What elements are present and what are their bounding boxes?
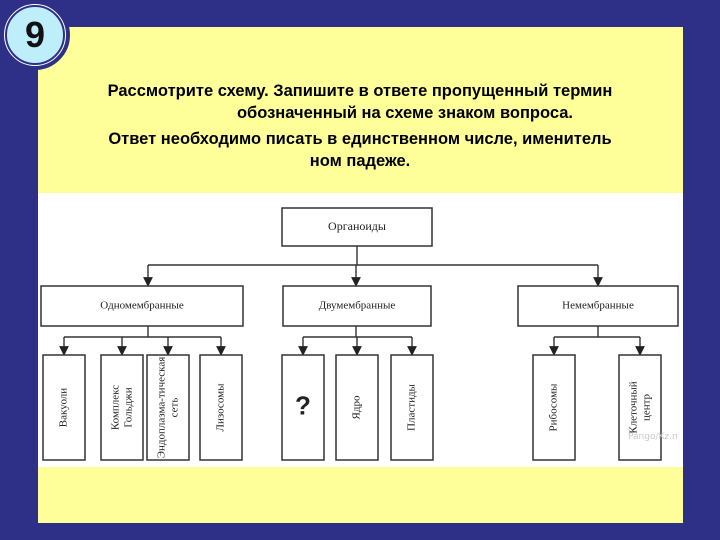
root-label: Органоиды xyxy=(328,219,386,233)
item-label-2-1: Клеточныйцентр xyxy=(627,381,652,433)
item-box-0-3 xyxy=(199,354,243,461)
task-line-2: обозначенный на схеме знаком вопроса. xyxy=(236,104,574,122)
group-box-1 xyxy=(282,285,432,327)
missing-term-question: ? xyxy=(295,390,311,420)
item-label-1-2: Пластиды xyxy=(406,383,418,430)
group-label-1: Двумембранные xyxy=(319,300,396,312)
item-box-0-1 xyxy=(100,354,144,461)
item-box-1-1 xyxy=(335,354,379,461)
item-label-0-3: Лизосомы xyxy=(215,383,227,432)
group-label-0: Одномембранные xyxy=(100,300,184,312)
group-box-0 xyxy=(40,285,244,327)
item-box-1-2 xyxy=(390,354,434,461)
task-text: Рассмотрите схему. Запишите в ответе про… xyxy=(40,80,680,172)
slide-number-badge: 9 xyxy=(0,0,70,70)
item-label-0-1: КомплексГольджи xyxy=(109,385,134,430)
task-line-3: Ответ необходимо писать в единственном ч… xyxy=(108,130,612,148)
item-label-0-2: Эндоплазма-тическаясеть xyxy=(155,357,180,459)
group-box-2 xyxy=(517,285,679,327)
slide-number: 9 xyxy=(5,5,65,65)
item-label-1-1: Ядро xyxy=(351,395,363,419)
task-line-4: ном падеже. xyxy=(309,152,411,170)
task-line-1: Рассмотрите схему. Запишите в ответе про… xyxy=(107,82,613,100)
item-box-2-1 xyxy=(618,354,662,461)
item-box-0-2 xyxy=(146,354,190,461)
item-label-2-0: Рибосомы xyxy=(548,383,560,432)
group-label-2: Немембранные xyxy=(562,300,634,312)
watermark: Pango/Kz.n xyxy=(628,432,678,442)
item-box-2-0 xyxy=(532,354,576,461)
item-label-0-0: Вакуоли xyxy=(58,388,70,427)
item-box-0-0 xyxy=(42,354,86,461)
item-box-1-0 xyxy=(281,354,325,461)
root-box xyxy=(281,207,433,247)
